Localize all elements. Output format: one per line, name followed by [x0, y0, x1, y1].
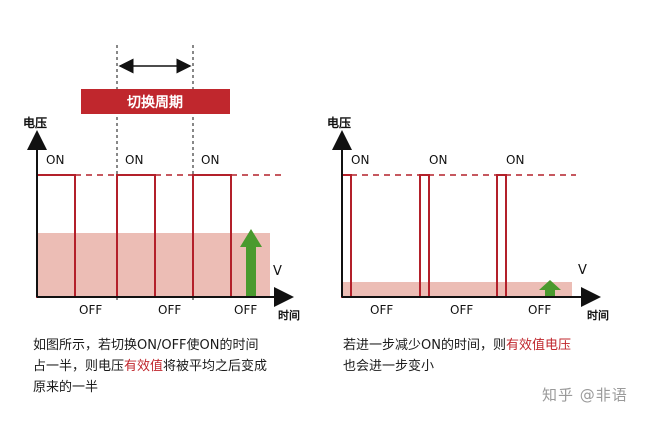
left-caption-line-3: 原来的一半	[33, 380, 99, 395]
left-diagram: 切换周期 电压 时间 ON ON ON OFF OFF OFF V	[23, 45, 300, 322]
right-off-label-1: OFF	[370, 303, 393, 317]
left-v-label: V	[273, 264, 282, 279]
right-y-axis-label: 电压	[327, 115, 351, 130]
left-on-label-1: ON	[46, 153, 64, 167]
left-off-label-1: OFF	[79, 303, 102, 317]
left-caption-line-2-b: 将被平均之后变成	[163, 359, 268, 374]
right-on-label-1: ON	[351, 153, 369, 167]
right-x-axis-label: 时间	[587, 308, 609, 322]
left-caption-line-1: 如图所示，若切换ON/OFF使ON的时间	[33, 338, 259, 353]
right-caption: 若进一步减少ON的时间，则有效值电压 也会进一步变小	[343, 335, 623, 377]
right-caption-line-1: 若进一步减少ON的时间，则有效值电压	[343, 335, 623, 356]
left-on-label-2: ON	[125, 153, 143, 167]
right-on-pulse-1	[341, 174, 352, 298]
left-off-label-3: OFF	[234, 303, 257, 317]
right-on-pulse-2	[419, 174, 430, 298]
right-v-label: V	[578, 263, 587, 278]
left-effective-value-arrow	[240, 229, 262, 297]
left-caption-line-2-a: 占一半，则电压	[33, 359, 125, 374]
switching-period-label: 切换周期	[127, 94, 183, 111]
right-off-label-2: OFF	[450, 303, 473, 317]
right-caption-line-1-a: 若进一步减少ON的时间，则	[343, 338, 506, 353]
right-caption-line-2: 也会进一步变小	[343, 359, 435, 374]
left-y-axis-label: 电压	[23, 115, 47, 130]
left-effective-fill	[37, 233, 270, 297]
right-off-label-3: OFF	[528, 303, 551, 317]
right-caption-highlight: 有效值电压	[505, 338, 571, 353]
left-caption: 如图所示，若切换ON/OFF使ON的时间 占一半，则电压有效值将被平均之后变成 …	[33, 335, 313, 398]
right-diagram: 电压 时间 ON ON ON OFF OFF OFF V	[327, 115, 609, 322]
left-caption-line-2: 占一半，则电压有效值将被平均之后变成	[33, 356, 313, 377]
left-on-label-3: ON	[201, 153, 219, 167]
switching-period-banner	[81, 89, 230, 114]
watermark: 知乎 @非语	[542, 386, 628, 404]
right-effective-fill	[342, 282, 572, 297]
right-on-label-3: ON	[506, 153, 524, 167]
left-off-label-2: OFF	[158, 303, 181, 317]
left-x-axis-label: 时间	[278, 308, 300, 322]
right-effective-value-arrow	[539, 280, 561, 297]
left-caption-highlight: 有效值	[124, 359, 164, 374]
right-on-pulse-3	[496, 174, 507, 298]
right-on-label-2: ON	[429, 153, 447, 167]
